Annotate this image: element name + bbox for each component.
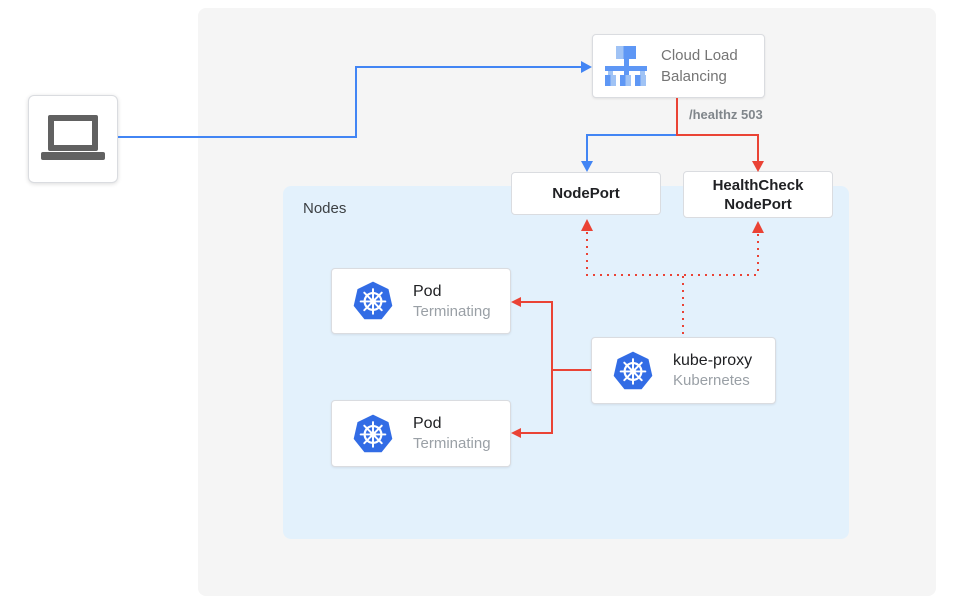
pod-node-1: Pod Terminating [331,268,511,334]
client-to-lb-line-v [355,66,357,138]
nodeport-label: NodePort [552,185,620,202]
cloud-load-balancing-icon [605,46,647,86]
healthcheck-label-line1: HealthCheck [712,176,804,194]
kube-proxy-to-pod2-arrowhead [511,428,521,438]
lb-to-healthcheck-arrowhead [752,161,764,172]
clb-icon-box-left [605,75,616,86]
kube-proxy-to-pods-trunk-v [551,301,553,434]
lb-to-healthcheck-line-h [677,134,759,136]
nodes-panel-label: Nodes [303,200,347,217]
kube-proxy-to-pod1-line-h [521,301,552,303]
lb-to-nodeport-line-v [586,134,588,162]
kube-proxy-dotted-line-h [586,274,759,276]
kube-proxy-to-pods-line-h [552,369,591,371]
client-to-lb-line-h1 [118,136,356,138]
cloud-load-balancing-label: Cloud Load Balancing [661,45,738,87]
laptop-base-shape [41,152,105,160]
laptop-icon [41,115,105,163]
kube-proxy-dotted-line-v [682,276,684,337]
clb-icon-top [616,46,636,59]
pod-2-status: Terminating [413,435,491,452]
clb-label-line2: Balancing [661,68,727,85]
lb-to-healthcheck-line-v2 [757,134,759,162]
lb-to-nodeport-line-h [587,134,677,136]
dotted-to-healthcheck-arrowhead [752,221,764,233]
pod-2-labels: Pod Terminating [413,413,491,454]
dotted-to-nodeport-line-v [586,232,588,276]
kube-proxy-title: kube-proxy [673,352,753,369]
pod-node-2: Pod Terminating [331,400,511,467]
healthcheck-label-line2: NodePort [724,195,792,213]
clb-icon-stem [624,59,629,66]
pod-1-labels: Pod Terminating [413,281,491,322]
clb-icon-box-mid [620,75,631,86]
kube-proxy-labels: kube-proxy Kubernetes [673,350,752,391]
client-to-lb-line-h2 [357,66,581,68]
pod-2-title: Pod [413,415,442,432]
client-to-lb-arrowhead [581,61,592,73]
pod-1-status: Terminating [413,302,491,320]
cloud-load-balancing-node: Cloud Load Balancing [592,34,765,98]
kube-proxy-node: kube-proxy Kubernetes [591,337,776,404]
clb-icon-stem-mid [624,71,629,75]
clb-icon-box-right [635,75,646,86]
laptop-screen-shape [48,115,98,151]
kubernetes-icon [353,281,393,320]
kubernetes-icon [353,414,393,452]
dotted-to-healthcheck-line-v [757,234,759,276]
kubernetes-icon [613,351,653,389]
healthz-label: /healthz 503 [689,107,763,122]
lb-to-nodeport-arrowhead [581,161,593,172]
dotted-to-nodeport-arrowhead [581,219,593,231]
lb-to-healthcheck-line-v1 [676,98,678,136]
clb-icon-stem-right [640,71,645,75]
clb-label-line1: Cloud Load [661,47,738,64]
kube-proxy-to-pod1-arrowhead [511,297,521,307]
kube-proxy-subtitle: Kubernetes [673,372,750,389]
healthcheck-nodeport-node: HealthCheck NodePort [683,171,833,218]
healthcheck-nodeport-label: HealthCheck NodePort [713,176,804,214]
kube-proxy-to-pod2-line-h [521,432,552,434]
nodeport-node: NodePort [511,172,661,215]
pod-1-title: Pod [413,282,442,300]
clb-icon-bar [605,66,647,71]
clb-icon-stem-left [608,71,613,75]
client-node [28,95,118,183]
